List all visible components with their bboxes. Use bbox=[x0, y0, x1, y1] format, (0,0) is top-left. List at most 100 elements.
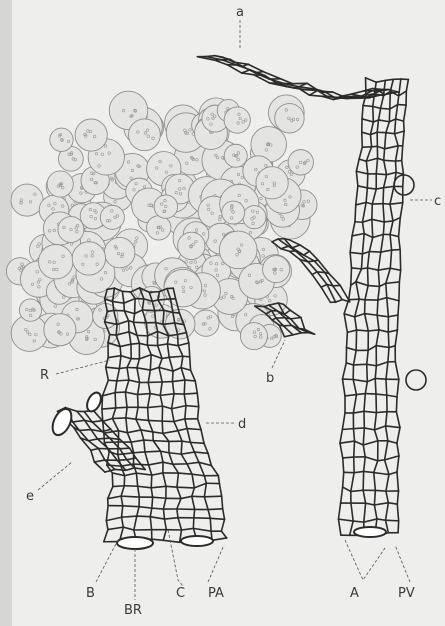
arch-strand bbox=[309, 95, 322, 96]
right-trunk-strand bbox=[365, 382, 367, 394]
side-branch-strand bbox=[98, 439, 109, 449]
label-R: R bbox=[40, 368, 49, 383]
right-trunk-strand bbox=[396, 105, 398, 119]
right-trunk-strand bbox=[356, 159, 359, 171]
right-trunk-strand bbox=[376, 174, 386, 175]
right-trunk-strand bbox=[356, 282, 368, 286]
right-trunk-strand bbox=[372, 219, 384, 222]
left-trunk-strand bbox=[148, 420, 152, 432]
left-trunk-strand bbox=[123, 527, 133, 530]
right-trunk-strand bbox=[346, 363, 353, 365]
left-trunk-strand bbox=[152, 539, 163, 540]
right-trunk-strand bbox=[386, 283, 387, 297]
left-trunk-strand bbox=[112, 408, 115, 419]
left-trunk-strand bbox=[119, 368, 127, 369]
right-trunk-strand bbox=[356, 171, 367, 174]
right-trunk-strand bbox=[365, 314, 378, 316]
right-trunk-strand bbox=[377, 315, 388, 317]
right-trunk-strand bbox=[366, 147, 371, 161]
right-trunk-strand bbox=[395, 131, 405, 134]
label-c: c bbox=[434, 194, 441, 209]
left-trunk-strand bbox=[153, 441, 160, 452]
right-trunk-strand bbox=[349, 285, 351, 299]
left-trunk-strand bbox=[177, 509, 178, 518]
right-trunk-strand bbox=[386, 426, 400, 428]
leader-PA bbox=[208, 545, 224, 582]
left-trunk-strand bbox=[177, 473, 179, 487]
right-trunk-strand bbox=[390, 250, 391, 268]
left-trunk-strand bbox=[137, 368, 140, 383]
left-trunk-strand bbox=[183, 356, 190, 357]
left-trunk-strand bbox=[121, 486, 124, 496]
right-trunk-strand bbox=[342, 429, 353, 430]
side-branch-strand bbox=[94, 462, 105, 472]
right-trunk-strand bbox=[378, 298, 387, 300]
left-trunk-strand bbox=[194, 452, 198, 462]
right-trunk-strand bbox=[370, 135, 371, 147]
left-trunk-strand bbox=[187, 429, 201, 430]
left-trunk-strand bbox=[163, 462, 173, 464]
alveolus bbox=[39, 244, 73, 278]
right-trunk-strand bbox=[404, 121, 405, 131]
net-b-strand bbox=[283, 326, 293, 335]
right-trunk-strand bbox=[351, 490, 363, 491]
left-trunk-strand bbox=[139, 507, 152, 508]
left-trunk-strand bbox=[153, 497, 166, 498]
right-trunk-strand bbox=[366, 78, 377, 82]
left-trunk-strand bbox=[120, 344, 131, 346]
right-trunk-strand bbox=[379, 283, 385, 286]
left-trunk-strand bbox=[139, 355, 151, 359]
left-trunk-strand bbox=[126, 418, 136, 419]
bridge-strand bbox=[281, 249, 290, 252]
left-trunk-strand bbox=[162, 357, 169, 358]
right-trunk-strand bbox=[378, 158, 384, 160]
left-trunk-strand bbox=[127, 368, 129, 381]
right-trunk-strand bbox=[396, 172, 403, 174]
left-trunk-strand bbox=[221, 519, 224, 531]
right-trunk-strand bbox=[375, 490, 386, 491]
right-trunk-strand bbox=[397, 443, 399, 456]
right-trunk-strand bbox=[386, 362, 388, 379]
right-trunk-strand bbox=[374, 490, 375, 505]
right-trunk-strand bbox=[362, 252, 369, 254]
left-trunk-strand bbox=[122, 517, 124, 527]
right-trunk-strand bbox=[344, 314, 355, 317]
right-trunk-strand bbox=[368, 268, 369, 286]
left-trunk-strand bbox=[194, 483, 206, 488]
label-PA: PA bbox=[208, 586, 224, 601]
left-trunk-strand bbox=[178, 343, 189, 346]
left-trunk-strand bbox=[174, 419, 185, 422]
right-trunk-strand bbox=[396, 161, 397, 172]
left-trunk-strand bbox=[125, 473, 137, 475]
right-trunk-strand bbox=[353, 379, 367, 381]
left-trunk-strand bbox=[153, 441, 169, 442]
left-trunk-strand bbox=[106, 367, 109, 380]
right-trunk-strand bbox=[395, 119, 396, 134]
left-trunk-strand bbox=[163, 310, 164, 324]
left-trunk-strand bbox=[151, 486, 166, 488]
leader-R bbox=[56, 360, 110, 374]
right-trunk-strand bbox=[397, 456, 399, 472]
right-trunk-strand bbox=[383, 204, 384, 222]
right-trunk-strand bbox=[362, 119, 373, 122]
left-trunk-strand bbox=[190, 442, 204, 443]
right-trunk-strand bbox=[353, 428, 364, 429]
alveolus bbox=[11, 184, 43, 216]
left-trunk-strand bbox=[122, 516, 137, 517]
left-trunk-strand bbox=[136, 473, 151, 475]
right-trunk-strand bbox=[343, 457, 354, 458]
right-trunk-strand bbox=[363, 490, 365, 503]
net-b-strand bbox=[284, 310, 290, 314]
left-trunk-strand bbox=[169, 357, 173, 371]
left-trunk-strand bbox=[192, 496, 195, 509]
right-trunk-strand bbox=[396, 146, 399, 161]
net-b-strand bbox=[284, 335, 292, 337]
label-d: d bbox=[238, 417, 246, 432]
left-trunk-strand bbox=[172, 409, 174, 422]
right-trunk-strand bbox=[357, 330, 369, 331]
left-trunk-strand bbox=[142, 310, 154, 311]
alveolus bbox=[100, 205, 124, 229]
left-trunk-strand bbox=[164, 519, 166, 530]
left-trunk-strand bbox=[159, 367, 173, 371]
alveolus bbox=[58, 217, 84, 243]
